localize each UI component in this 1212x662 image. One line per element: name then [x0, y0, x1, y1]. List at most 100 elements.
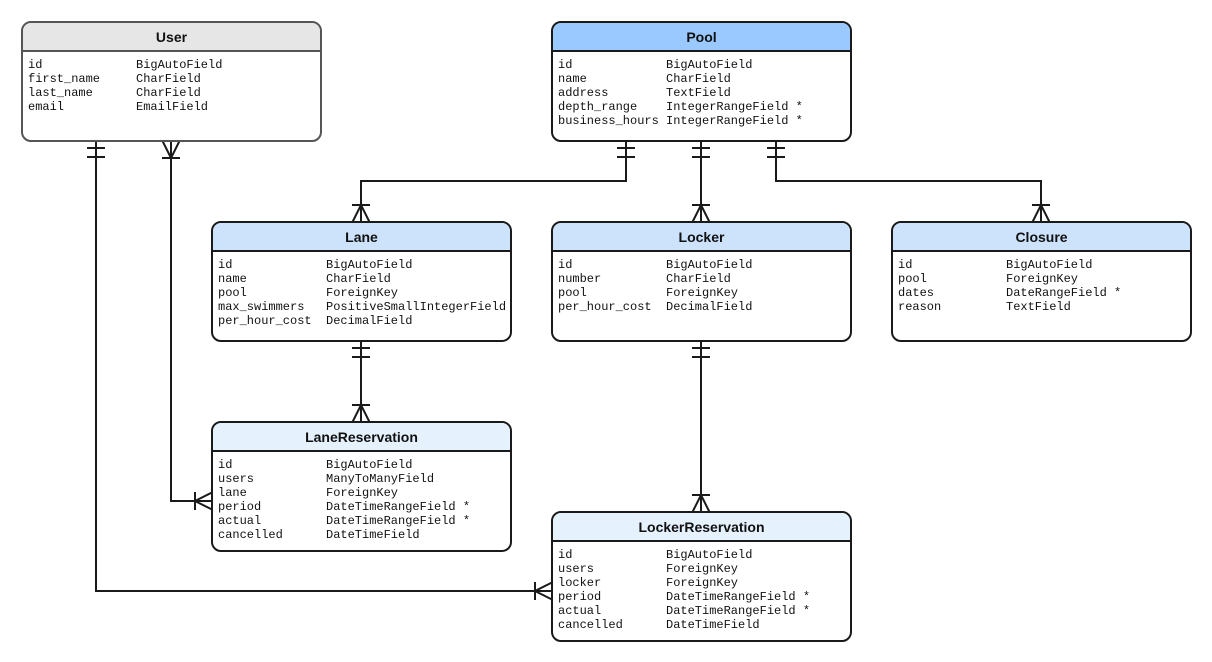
- field-type: ForeignKey: [666, 286, 739, 300]
- field-row: max_swimmers PositiveSmallIntegerField: [218, 300, 510, 314]
- field-name: address: [558, 86, 609, 100]
- field-type: DecimalField: [326, 314, 413, 328]
- field-name: per_hour_cost: [218, 314, 312, 328]
- field-type: BigAutoField: [666, 548, 753, 562]
- field-row: actual DateTimeRangeField *: [558, 604, 850, 618]
- field-name: users: [218, 472, 255, 486]
- entity-title: Closure: [893, 223, 1190, 252]
- field-name: cancelled: [558, 618, 623, 632]
- field-name: max_swimmers: [218, 300, 305, 314]
- field-type: TextField: [1006, 300, 1071, 314]
- field-type: DateTimeField: [326, 528, 420, 542]
- field-type: BigAutoField: [136, 58, 223, 72]
- entity-title: User: [23, 23, 320, 52]
- field-type: TextField: [666, 86, 731, 100]
- field-name: id: [218, 458, 233, 472]
- relation-lane-lanereservation: [351, 341, 371, 423]
- field-row: id BigAutoField: [28, 58, 320, 72]
- field-name: pool: [558, 286, 587, 300]
- field-type: CharField: [136, 86, 201, 100]
- field-name: id: [558, 548, 573, 562]
- field-name: lane: [218, 486, 247, 500]
- field-type: ForeignKey: [666, 576, 739, 590]
- field-list: id BigAutoField name CharField pool ForeignKe…: [213, 252, 510, 328]
- field-name: id: [558, 258, 573, 272]
- field-type: BigAutoField: [326, 258, 413, 272]
- field-row: dates DateRangeField *: [898, 286, 1190, 300]
- field-name: id: [898, 258, 913, 272]
- field-type: BigAutoField: [666, 258, 753, 272]
- field-type: BigAutoField: [1006, 258, 1093, 272]
- field-type: DateTimeRangeField *: [666, 590, 811, 604]
- field-name: users: [558, 562, 595, 576]
- relation-user-lanereservation: [161, 140, 213, 511]
- field-type: DateTimeRangeField *: [326, 514, 471, 528]
- relation-user-lockerreservation: [87, 141, 553, 601]
- entity-lane[interactable]: Lane id BigAutoField name CharField pool Fore…: [211, 221, 512, 342]
- entity-title: Locker: [553, 223, 850, 252]
- field-row: id BigAutoField: [898, 258, 1190, 272]
- field-name: actual: [558, 604, 602, 618]
- entity-title: Lane: [213, 223, 510, 252]
- entity-title: LockerReservation: [553, 513, 850, 542]
- field-name: number: [558, 272, 602, 286]
- field-type: DateTimeRangeField *: [666, 604, 811, 618]
- field-name: depth_range: [558, 100, 638, 114]
- relation-pool-locker: [691, 141, 711, 223]
- field-type: CharField: [136, 72, 201, 86]
- field-name: pool: [218, 286, 247, 300]
- field-row: id BigAutoField: [558, 58, 850, 72]
- field-name: actual: [218, 514, 262, 528]
- field-row: pool ForeignKey: [558, 286, 850, 300]
- field-type: DateRangeField *: [1006, 286, 1122, 300]
- field-type: CharField: [326, 272, 391, 286]
- entity-title: Pool: [553, 23, 850, 52]
- field-type: ForeignKey: [326, 286, 399, 300]
- field-name: name: [218, 272, 247, 286]
- field-row: name CharField: [218, 272, 510, 286]
- field-type: BigAutoField: [666, 58, 753, 72]
- field-type: ForeignKey: [1006, 272, 1079, 286]
- field-name: id: [28, 58, 43, 72]
- field-type: CharField: [666, 272, 731, 286]
- field-name: id: [218, 258, 233, 272]
- field-type: EmailField: [136, 100, 209, 114]
- field-list: id BigAutoField number CharField pool Foreign…: [553, 252, 850, 314]
- field-type: IntegerRangeField *: [666, 114, 803, 128]
- field-type: PositiveSmallIntegerField: [326, 300, 507, 314]
- field-name: id: [558, 58, 573, 72]
- field-name: dates: [898, 286, 935, 300]
- field-type: BigAutoField: [326, 458, 413, 472]
- field-row: id BigAutoField: [558, 548, 850, 562]
- field-name: reason: [898, 300, 942, 314]
- relation-pool-closure: [767, 141, 1051, 223]
- entity-title: LaneReservation: [213, 423, 510, 452]
- field-row: actual DateTimeRangeField *: [218, 514, 510, 528]
